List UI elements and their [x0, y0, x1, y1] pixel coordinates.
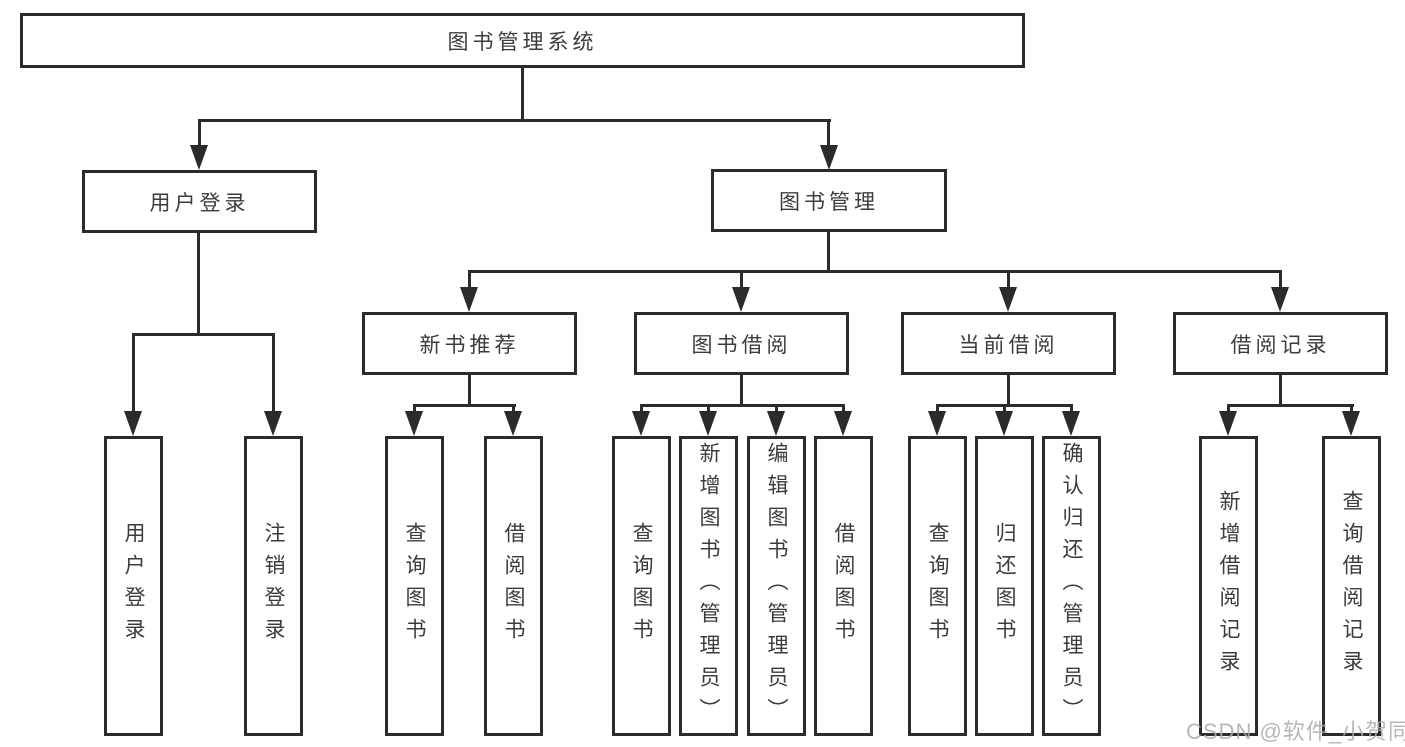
connector-bookmgmt-stem	[827, 232, 830, 273]
connector-shaft	[272, 333, 275, 413]
connector-shaft	[775, 404, 778, 414]
arrow-down-icon	[834, 411, 852, 436]
connector-bookmgmt-bus	[468, 270, 1281, 273]
leaf-query-borrow-record: 查询借阅记录	[1322, 436, 1381, 736]
arrow-down-icon	[999, 287, 1017, 312]
node-borrowing-records: 借阅记录	[1173, 312, 1388, 375]
node-label: 查询图书	[926, 522, 949, 650]
connector-shaft	[1007, 270, 1010, 290]
leaf-borrow-books-borrowing: 借阅图书	[814, 436, 873, 736]
node-label: 新书推荐	[419, 333, 520, 357]
node-label: 图书管理	[779, 190, 879, 214]
arrow-down-icon	[264, 411, 282, 436]
arrow-down-icon	[1062, 411, 1080, 436]
connector-recommend-stem	[468, 375, 471, 407]
connector-root-bus	[198, 119, 831, 122]
leaf-edit-book-admin: 编辑图书（管理员）	[747, 436, 806, 736]
node-label: 新增图书（管理员）	[697, 442, 720, 730]
arrow-down-icon	[460, 287, 478, 312]
connector-shaft	[707, 404, 710, 414]
node-label: 查询借阅记录	[1340, 490, 1363, 682]
node-current-borrowing: 当前借阅	[901, 312, 1116, 375]
arrow-down-icon	[405, 411, 423, 436]
leaf-query-books-recommend: 查询图书	[385, 436, 444, 736]
arrow-down-icon	[1342, 411, 1360, 436]
connector-shaft	[132, 333, 135, 413]
arrow-down-icon	[1219, 411, 1237, 436]
connector-shaft	[468, 270, 471, 290]
connector-current-stem	[1007, 375, 1010, 407]
arrow-down-icon	[732, 287, 750, 312]
connector-root-stem	[521, 68, 524, 120]
node-label: 编辑图书（管理员）	[765, 442, 788, 730]
node-label: 借阅图书	[832, 522, 855, 650]
connector-recommend-split	[413, 404, 516, 407]
connector-shaft	[512, 404, 515, 414]
connector-shaft	[1350, 404, 1353, 414]
node-library-management-system: 图书管理系统	[20, 13, 1025, 68]
node-book-management: 图书管理	[711, 169, 947, 232]
connector-shaft	[1227, 404, 1230, 414]
connector-shaft	[1003, 404, 1006, 414]
arrow-down-icon	[124, 411, 142, 436]
arrow-down-icon	[995, 411, 1013, 436]
node-label: 注销登录	[262, 522, 285, 650]
leaf-query-books-borrowing: 查询图书	[612, 436, 671, 736]
leaf-confirm-return-admin: 确认归还（管理员）	[1042, 436, 1101, 736]
leaf-logout: 注销登录	[244, 436, 303, 736]
node-label: 归还图书	[993, 522, 1016, 650]
leaf-return-books: 归还图书	[975, 436, 1034, 736]
node-label: 确认归还（管理员）	[1060, 442, 1083, 730]
node-user-login-group: 用户登录	[82, 170, 317, 233]
node-label: 查询图书	[403, 522, 426, 650]
connector-shaft	[413, 404, 416, 414]
connector-shaft	[640, 404, 643, 414]
node-label: 图书借阅	[691, 333, 792, 357]
connector-shaft	[198, 119, 201, 147]
node-label: 图书管理系统	[447, 30, 598, 54]
connector-shaft	[740, 270, 743, 290]
csdn-watermark: CSDN @软件_小贺同学	[1186, 719, 1405, 744]
connector-records-split	[1227, 404, 1354, 407]
leaf-borrow-books-recommend: 借阅图书	[484, 436, 543, 736]
connector-shaft	[1070, 404, 1073, 414]
connector-shaft	[827, 119, 830, 147]
node-label: 查询图书	[630, 522, 653, 650]
arrow-down-icon	[190, 145, 208, 170]
connector-borrowing-split	[640, 404, 845, 407]
node-book-borrowing: 图书借阅	[634, 312, 849, 375]
connector-shaft	[1279, 270, 1282, 290]
node-label: 借阅图书	[502, 522, 525, 650]
node-label: 新增借阅记录	[1217, 490, 1240, 682]
connector-shaft	[842, 404, 845, 414]
arrow-down-icon	[632, 411, 650, 436]
node-label: 借阅记录	[1230, 333, 1331, 357]
arrow-down-icon	[699, 411, 717, 436]
arrow-down-icon	[504, 411, 522, 436]
node-new-book-recommendation: 新书推荐	[362, 312, 577, 375]
arrow-down-icon	[820, 145, 838, 170]
leaf-user-login: 用户登录	[104, 436, 163, 736]
connector-records-stem	[1279, 375, 1282, 407]
node-label: 当前借阅	[958, 333, 1059, 357]
connector-borrowing-stem	[740, 375, 743, 407]
node-label: 用户登录	[122, 522, 145, 650]
connector-userlogin-stem	[197, 233, 200, 335]
arrow-down-icon	[767, 411, 785, 436]
arrow-down-icon	[1271, 287, 1289, 312]
connector-userlogin-split	[132, 333, 275, 336]
node-label: 用户登录	[149, 191, 250, 215]
leaf-add-book-admin: 新增图书（管理员）	[679, 436, 738, 736]
leaf-query-books-current: 查询图书	[908, 436, 967, 736]
arrow-down-icon	[928, 411, 946, 436]
connector-shaft	[936, 404, 939, 414]
leaf-add-borrow-record: 新增借阅记录	[1199, 436, 1258, 736]
